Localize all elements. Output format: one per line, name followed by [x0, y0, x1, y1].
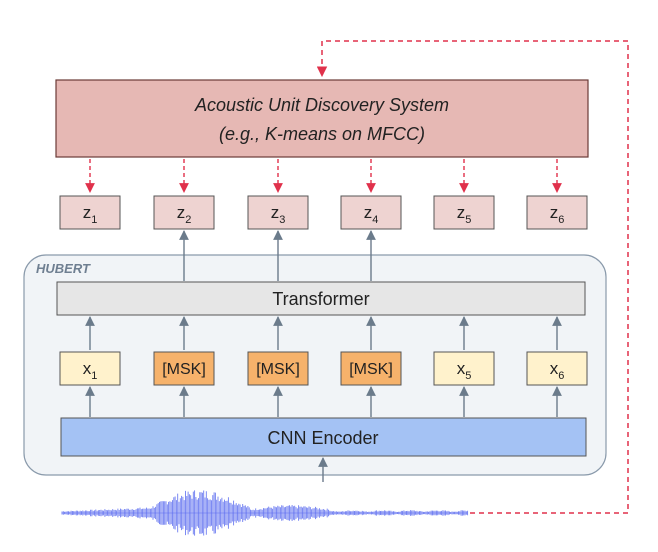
- token-label: [MSK]: [256, 361, 300, 378]
- target-unit-label: z5: [457, 203, 472, 226]
- target-unit-label: z6: [550, 203, 565, 226]
- masked-token-4: [MSK]: [340, 351, 402, 386]
- cnn-encoder-block: CNN Encoder: [60, 417, 587, 457]
- token-label: x6: [550, 359, 565, 382]
- token-label: [MSK]: [349, 361, 393, 378]
- target-units-row: z1 z2 z3 z4 z5 z6: [59, 195, 588, 230]
- input-token-x6: x6: [526, 351, 588, 386]
- audio-waveform-icon: [61, 490, 469, 536]
- transformer-block: Transformer: [56, 281, 586, 316]
- aud-system-box: Acoustic Unit Discovery System (e.g., K-…: [55, 79, 589, 158]
- target-unit-label: z3: [271, 203, 286, 226]
- input-token-x1: x1: [59, 351, 121, 386]
- cnn-encoder-label: CNN Encoder: [267, 428, 378, 448]
- target-unit-z5: z5: [433, 195, 495, 230]
- target-unit-z6: z6: [526, 195, 588, 230]
- masked-token-3: [MSK]: [247, 351, 309, 386]
- transformer-label: Transformer: [272, 289, 369, 309]
- input-tokens-row: x1 [MSK] [MSK] [MSK] x5 x6: [59, 351, 588, 386]
- cnn-to-input-arrows: [85, 386, 562, 417]
- target-unit-label: z4: [364, 203, 379, 226]
- token-label: x5: [457, 359, 472, 382]
- token-label: [MSK]: [162, 361, 206, 378]
- feedback-loop-arrow: [316, 40, 629, 514]
- masked-token-2: [MSK]: [153, 351, 215, 386]
- hubert-label: HUBERT: [36, 261, 91, 276]
- aud-system-title-line2: (e.g., K-means on MFCC): [219, 124, 425, 144]
- target-unit-label: z1: [83, 203, 98, 226]
- target-unit-z1: z1: [59, 195, 121, 230]
- target-unit-z4: z4: [340, 195, 402, 230]
- transformer-output-arrows: [179, 230, 376, 281]
- target-unit-z3: z3: [247, 195, 309, 230]
- input-token-x5: x5: [433, 351, 495, 386]
- target-arrows: [85, 159, 562, 193]
- aud-system-title-line1: Acoustic Unit Discovery System: [194, 95, 449, 115]
- input-to-transformer-arrows: [85, 316, 562, 350]
- target-unit-z2: z2: [153, 195, 215, 230]
- target-unit-label: z2: [177, 203, 192, 226]
- token-label: x1: [83, 359, 98, 382]
